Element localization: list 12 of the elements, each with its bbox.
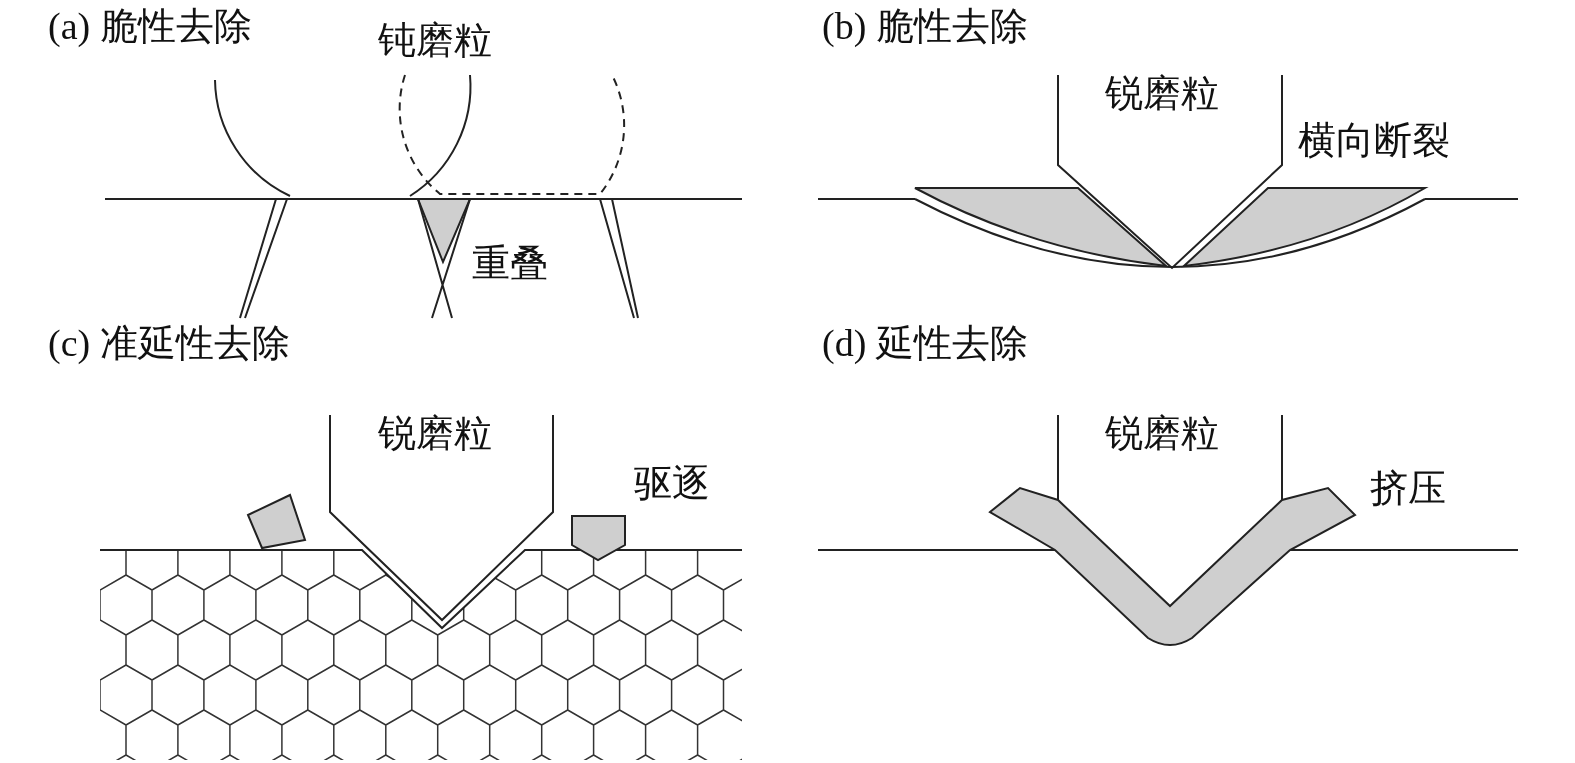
chip-label: 驱逐 xyxy=(634,463,710,505)
panel-title: (d) 延性去除 xyxy=(822,323,1028,365)
overlap-label: 重叠 xyxy=(472,243,548,285)
panel-title: (b) 脆性去除 xyxy=(822,6,1028,48)
panel-title: (a) 脆性去除 xyxy=(48,6,252,48)
grain-label: 锐磨粒 xyxy=(1105,413,1219,455)
grain-label: 钝磨粒 xyxy=(378,20,492,62)
panel-title: (c) 准延性去除 xyxy=(48,323,290,365)
pileup-label: 挤压 xyxy=(1370,468,1446,510)
crack-label: 横向断裂 xyxy=(1298,120,1450,162)
grain-label: 锐磨粒 xyxy=(378,413,492,455)
grain-label: 锐磨粒 xyxy=(1105,73,1219,115)
